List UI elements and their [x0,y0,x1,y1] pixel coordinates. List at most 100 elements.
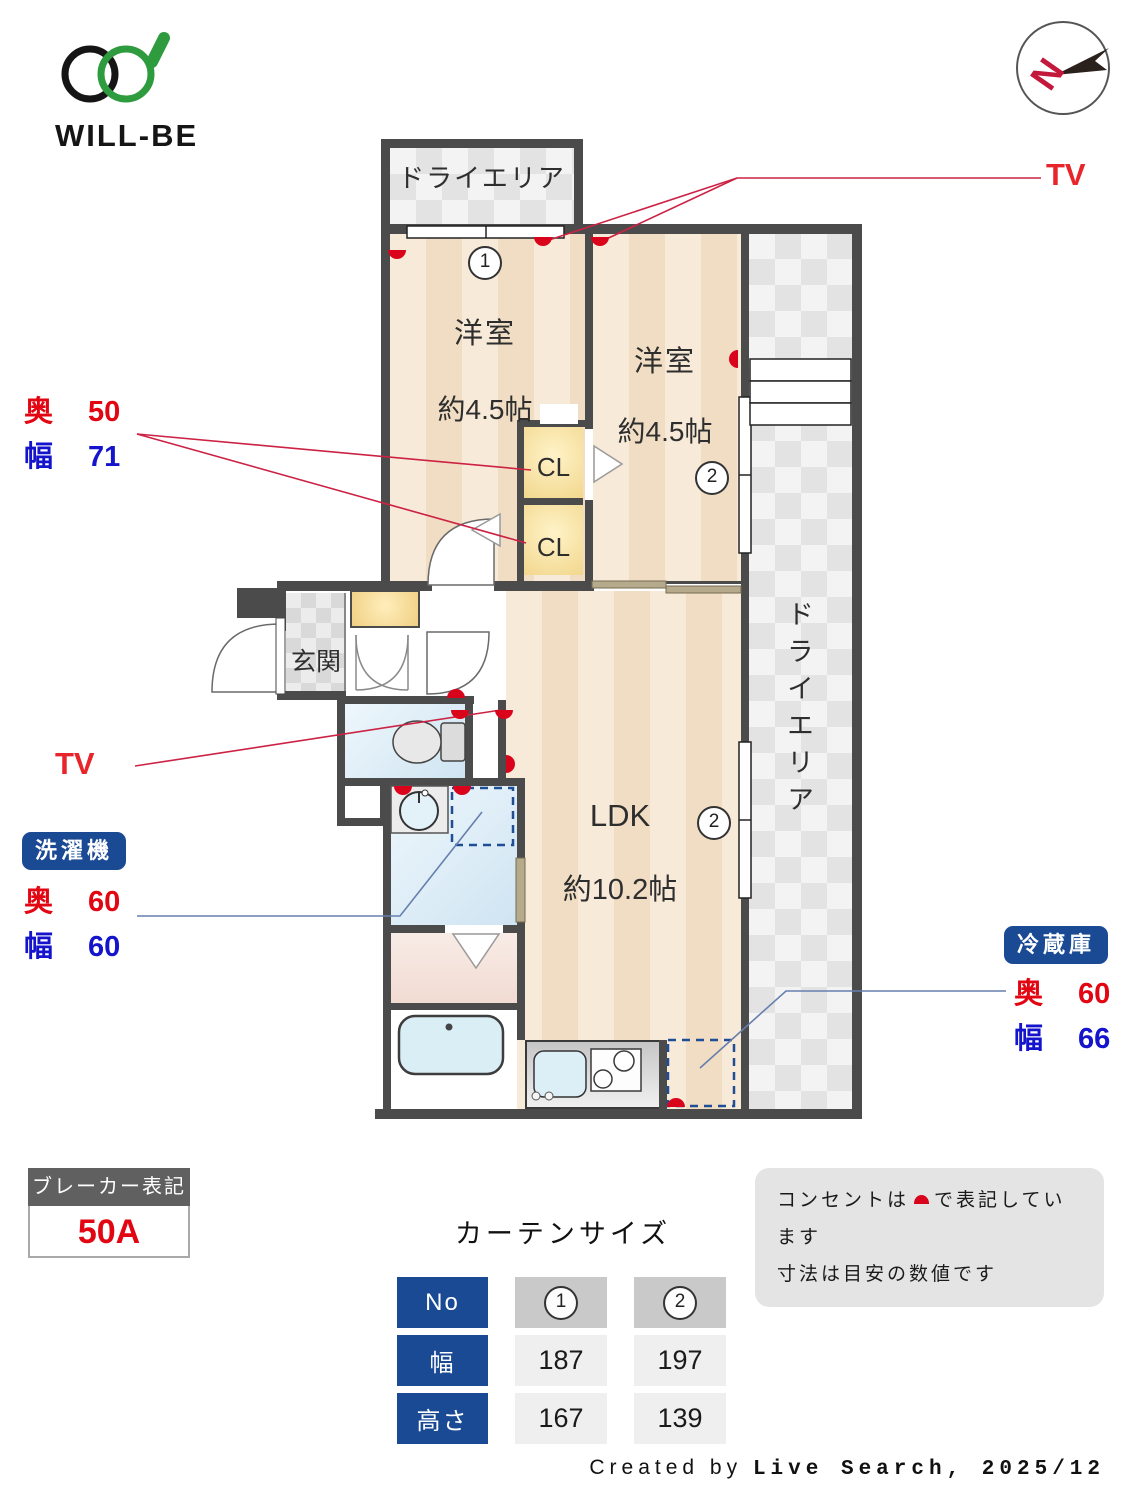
wall [337,696,345,786]
powder-room-floor [391,933,517,1003]
closet-upper-box [524,427,583,498]
table-header-no: No [397,1277,488,1328]
curtain-table-title: カーテンサイズ [454,1219,672,1249]
curtain-no-1-marker: 1 [468,246,502,280]
wall [659,1040,667,1109]
table-cell: 187 [515,1335,607,1386]
bathroom-floor [391,1010,517,1109]
shoe-cabinet [350,590,420,628]
curtain-no-2-marker-ldk: 2 [697,806,731,840]
credit-brand: Live Search [752,1458,947,1481]
curtain-size-table: No 1 2 幅 187 197 高さ 167 139 [397,1277,726,1444]
washer-badge: 洗濯機 [22,832,126,870]
compass: N [1016,21,1110,115]
width-value: 60 [88,930,121,963]
dry-area-top-label: ドライエリア [398,163,566,193]
wall [277,691,346,700]
fridge-badge: 冷蔵庫 [1004,926,1108,964]
credit-suffix: , 2025/12 [946,1458,1105,1481]
meter-box [337,778,388,826]
toilet-floor [345,704,465,778]
table-cell: 1 [515,1277,607,1328]
wall [517,786,525,1040]
wall [337,696,474,704]
wall [381,224,862,234]
ldk-name: LDK [589,798,651,833]
closet-lower-box [524,505,583,575]
curtain-no-1: 1 [544,1285,578,1320]
wall [494,581,594,591]
bedroom2-size: 約4.5帖 [617,416,713,447]
wall [498,700,506,786]
width-label: 幅 [24,930,54,963]
kitchen-counter [525,1040,661,1109]
table-cell: 197 [634,1335,726,1386]
width-label: 幅 [1014,1022,1044,1055]
wall [852,224,862,1119]
bedroom1-name: 洋室 [453,318,516,350]
wall-niche [540,404,578,424]
width-value: 66 [1078,1022,1111,1055]
table-cell: 139 [634,1393,726,1444]
credit-prefix: Created by [589,1456,743,1479]
table-header-height: 高さ [397,1393,488,1444]
wall [741,553,749,742]
table-cell: 2 [634,1277,726,1328]
note-line1-post: で表記しています [777,1190,1066,1249]
wall [465,704,473,786]
wall [594,581,741,584]
closet-upper-label: CL [536,452,571,482]
dry-area-right-label: ドライエリア [783,600,813,822]
curtain-no-2-marker: 2 [695,461,729,495]
closet-dimensions: 奥 50 幅 71 [24,390,120,480]
closet-lower-label: CL [536,532,571,562]
breaker-title: ブレーカー表記 [28,1168,190,1206]
bedroom1-size: 約4.5帖 [437,394,533,425]
wall [337,778,525,786]
wall [585,500,593,583]
note-line1-pre: コンセントは [777,1190,910,1211]
depth-value: 50 [88,396,121,428]
depth-label: 奥 [24,396,54,428]
entrance-floor [286,593,345,693]
wall [517,498,583,505]
credit-line: Created by Live Search, 2025/12 [589,1456,1105,1481]
note-line2: 寸法は目安の数値です [777,1264,998,1286]
logo-brand: WILL-BE [55,118,199,153]
compass-needle-icon [1055,48,1109,75]
curtain-no-2: 2 [663,1285,697,1320]
tv-label-left: TV [55,746,95,781]
width-value: 71 [88,440,121,473]
table-cell: 167 [515,1393,607,1444]
ldk-floor [506,591,741,1109]
washer-dimensions: 奥 60 幅 60 [24,880,120,970]
outlet-symbol-icon [914,1195,930,1204]
tv-label-top: TV [1046,157,1086,192]
compass-circle [1016,21,1110,115]
table-header-width: 幅 [397,1335,488,1386]
willbe-logo-icon [61,32,170,103]
wall [375,1109,862,1119]
wall [277,581,286,631]
door-opening [445,925,503,933]
wall [741,233,749,397]
wall [383,786,391,1109]
pillar [237,588,278,618]
width-label: 幅 [24,440,54,473]
washroom-floor [391,786,517,925]
wall [277,581,432,591]
depth-label: 奥 [24,886,54,918]
entrance-label: 玄関 [290,648,341,676]
breaker-value: 50A [28,1206,190,1258]
bedroom2-name: 洋室 [633,346,696,378]
wall [383,1003,525,1010]
wall [381,233,390,581]
wall [741,898,749,1109]
legend-note: コンセントはで表記しています 寸法は目安の数値です [755,1168,1104,1308]
entrance-step-line [344,593,346,691]
depth-value: 60 [1078,978,1111,1010]
depth-value: 60 [88,886,121,918]
bedroom2-floor [593,233,741,583]
